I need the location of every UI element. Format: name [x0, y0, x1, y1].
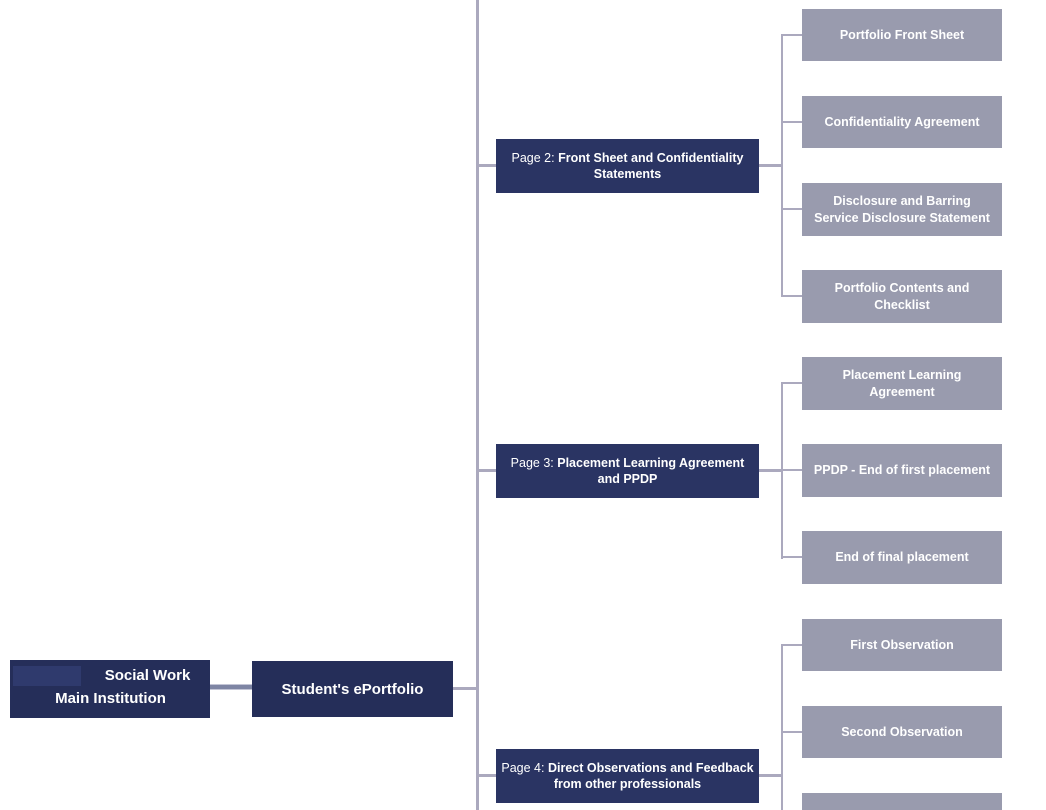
connector-page4-to-bracket — [759, 774, 781, 777]
connector-eportfolio-to-trunk — [453, 687, 476, 690]
node-dbs-disclosure-statement[interactable]: Disclosure and Barring Service Disclosur… — [802, 183, 1002, 236]
connector-root-to-eportfolio — [210, 684, 252, 690]
node-label: Portfolio Contents and Checklist — [834, 280, 970, 312]
node-confidentiality-agreement[interactable]: Confidentiality Agreement — [802, 96, 1002, 148]
node-page4[interactable]: Page 4: Direct Observations and Feedback… — [496, 749, 759, 803]
connector-child-end-final-placement — [781, 556, 802, 558]
logo-placeholder-image — [13, 666, 81, 686]
page-title: Placement Learning Agreement and PPDP — [557, 456, 745, 486]
connector-child-dbs-statement — [781, 208, 802, 210]
page-title: Direct Observations and Feedback from ot… — [547, 761, 754, 791]
bracket-page4-children — [781, 644, 783, 810]
node-social-work-main-institution[interactable]: Social Work Main Institution — [10, 660, 210, 718]
node-portfolio-contents-checklist[interactable]: Portfolio Contents and Checklist — [802, 270, 1002, 323]
connector-child-confidentiality-agreement — [781, 121, 802, 123]
node-label: First Observation — [850, 637, 954, 652]
connector-child-portfolio-front-sheet — [781, 34, 802, 36]
node-page2[interactable]: Page 2: Front Sheet and Confidentiality … — [496, 139, 759, 193]
page-prefix: Page 2: — [511, 151, 555, 165]
node-label: Page 2: Front Sheet and Confidentiality … — [501, 150, 754, 182]
node-end-of-final-placement[interactable]: End of final placement — [802, 531, 1002, 584]
node-placement-learning-agreement[interactable]: Placement Learning Agreement — [802, 357, 1002, 410]
node-page3[interactable]: Page 3: Placement Learning Agreement and… — [496, 444, 759, 498]
trunk-connector-line — [476, 0, 479, 810]
node-page4-third-child-cutoff[interactable] — [802, 793, 1002, 810]
node-portfolio-front-sheet[interactable]: Portfolio Front Sheet — [802, 9, 1002, 61]
node-first-observation[interactable]: First Observation — [802, 619, 1002, 671]
node-label: End of final placement — [835, 550, 969, 564]
connector-trunk-to-page2 — [479, 164, 496, 167]
node-second-observation[interactable]: Second Observation — [802, 706, 1002, 758]
node-label: Page 3: Placement Learning Agreement and… — [501, 455, 754, 487]
connector-page2-to-bracket — [759, 164, 781, 167]
connector-child-first-observation — [781, 644, 802, 646]
node-ppdp-end-first-placement[interactable]: PPDP - End of first placement — [802, 444, 1002, 497]
node-label: Portfolio Front Sheet — [839, 27, 965, 42]
connector-child-portfolio-contents — [781, 295, 802, 297]
node-label: Student's ePortfolio — [281, 680, 424, 698]
connector-child-second-observation — [781, 731, 802, 733]
node-label: PPDP - End of first placement — [813, 463, 991, 477]
bracket-page2-children — [781, 34, 783, 297]
page-prefix: Page 4: — [501, 761, 545, 775]
node-students-eportfolio[interactable]: Student's ePortfolio — [252, 661, 453, 717]
connector-child-placement-learning-agreement — [781, 382, 802, 384]
connector-trunk-to-page3 — [479, 469, 496, 472]
node-label: Confidentiality Agreement — [824, 114, 980, 129]
node-label: Placement Learning Agreement — [842, 367, 962, 399]
node-label: Second Observation — [841, 724, 963, 739]
page-title: Front Sheet and Confidentiality Statemen… — [558, 151, 744, 181]
connector-child-ppdp-first-placement — [781, 469, 802, 471]
connector-page3-to-bracket — [759, 469, 781, 472]
connector-trunk-to-page4 — [479, 774, 496, 777]
node-label: Page 4: Direct Observations and Feedback… — [501, 760, 754, 792]
node-label: Social Work Main Institution — [55, 667, 191, 707]
node-label: Disclosure and Barring Service Disclosur… — [814, 193, 990, 225]
page-prefix: Page 3: — [510, 456, 554, 470]
